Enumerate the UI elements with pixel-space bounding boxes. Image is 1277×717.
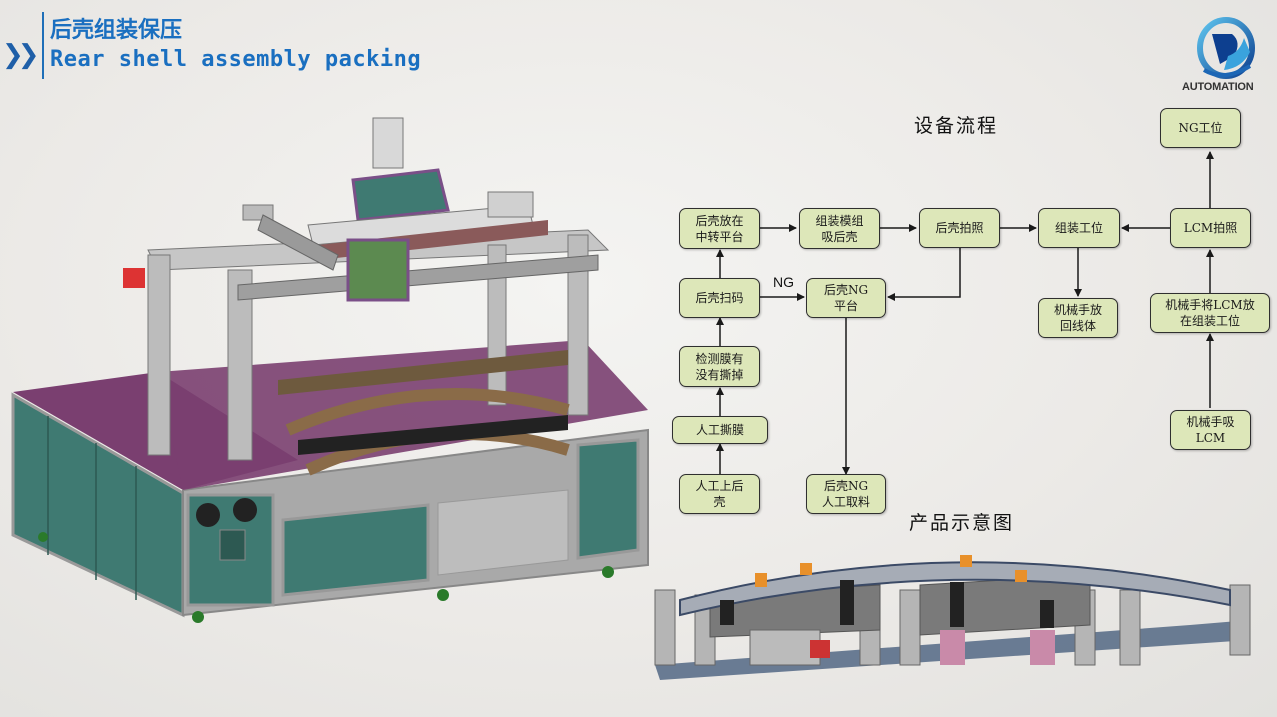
machine-top-module [242, 117, 548, 302]
machine-tabletop [158, 340, 648, 490]
arrow-photo-to-ng-platform [887, 248, 961, 301]
ng-label: NG [773, 274, 794, 290]
node-manual-load-shell: 人工上后 壳 [679, 474, 760, 514]
product-render [654, 555, 1251, 680]
title-divider [42, 12, 44, 79]
node-module-suck-shell: 组装模组 吸后壳 [799, 208, 880, 249]
node-manual-ng-pick: 后壳NG 人工取料 [806, 474, 886, 514]
node-ng-station: NG工位 [1160, 108, 1241, 148]
page-title-cn: 后壳组装保压 [50, 18, 183, 43]
node-rear-shell-to-transfer: 后壳放在 中转平台 [679, 208, 760, 249]
node-check-film: 检测膜有 没有撕掉 [679, 346, 760, 387]
machine-wheels [38, 532, 614, 623]
double-chevron-right-icon: ❯❯ [2, 40, 39, 70]
page-title-en: Rear shell assembly packing [50, 47, 422, 72]
node-assembly-station: 组装工位 [1038, 208, 1120, 248]
dj-automation-logo-icon [1197, 17, 1255, 79]
machine-render [11, 117, 649, 623]
node-rear-shell-ng-platform: 后壳NG 平台 [806, 278, 886, 318]
node-rear-shell-photo: 后壳拍照 [919, 208, 1000, 248]
node-robot-return-line: 机械手放 回线体 [1038, 298, 1118, 338]
node-robot-suck-lcm: 机械手吸 LCM [1170, 410, 1251, 450]
flowchart-title: 设备流程 [914, 115, 999, 137]
node-manual-peel: 人工撕膜 [672, 416, 768, 444]
logo-text: AUTOMATION [1182, 81, 1254, 93]
node-robot-place-lcm: 机械手将LCM放 在组装工位 [1150, 293, 1270, 333]
node-rear-shell-scan: 后壳扫码 [679, 278, 760, 318]
node-lcm-photo: LCM拍照 [1170, 208, 1251, 248]
product-title: 产品示意图 [909, 512, 1015, 534]
machine-base-front [182, 428, 649, 617]
